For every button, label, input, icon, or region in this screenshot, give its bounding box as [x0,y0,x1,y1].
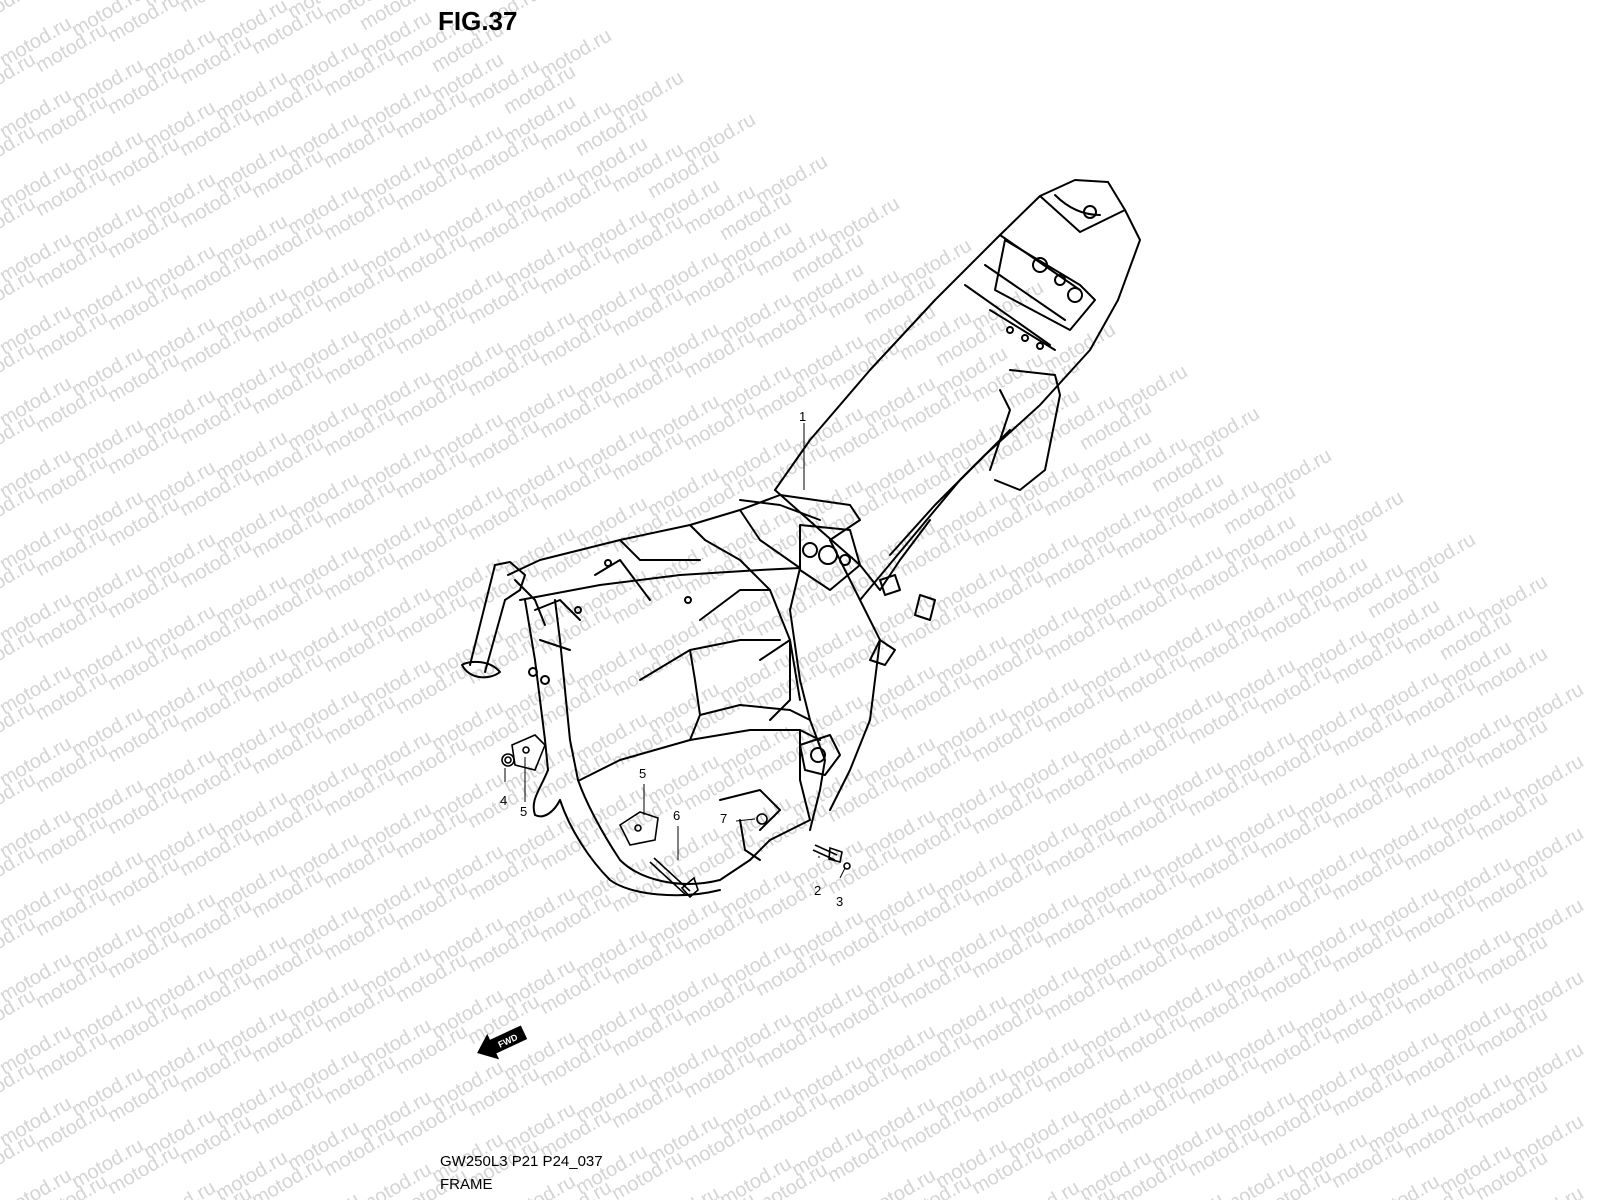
head-pipe [461,561,546,679]
nut-4-icon [501,753,515,767]
tail-plate [989,194,1101,351]
fwd-arrow-icon: FWD [477,1025,528,1060]
callout-3: 3 [836,894,843,909]
bracket-5-right [618,811,659,846]
down-tubes [524,599,811,897]
callout-6: 6 [673,808,680,823]
frame-gussets [528,524,936,776]
callout-7: 7 [720,811,727,826]
small-parts [501,734,851,899]
bolt-2-icon [812,849,836,861]
callout-4: 4 [500,793,507,808]
rear-subframe [774,179,1141,556]
bolt-6-icon [649,861,687,896]
callout-1: 1 [799,409,806,424]
figure-title: FIG.37 [438,6,518,36]
diagram-code: GW250L3 P21 P24_037 [440,1153,603,1170]
lower-cradle [579,589,821,861]
nut-7-icon [756,813,768,825]
washer-3-icon [843,862,851,870]
main-frame [507,429,1011,831]
diagram-name: FRAME [440,1176,493,1193]
leader-lines [504,423,846,879]
callout-5-left: 5 [520,804,527,819]
callout-2: 2 [814,883,821,898]
callout-5-right: 5 [639,766,646,781]
bracket-5-left [511,734,546,771]
